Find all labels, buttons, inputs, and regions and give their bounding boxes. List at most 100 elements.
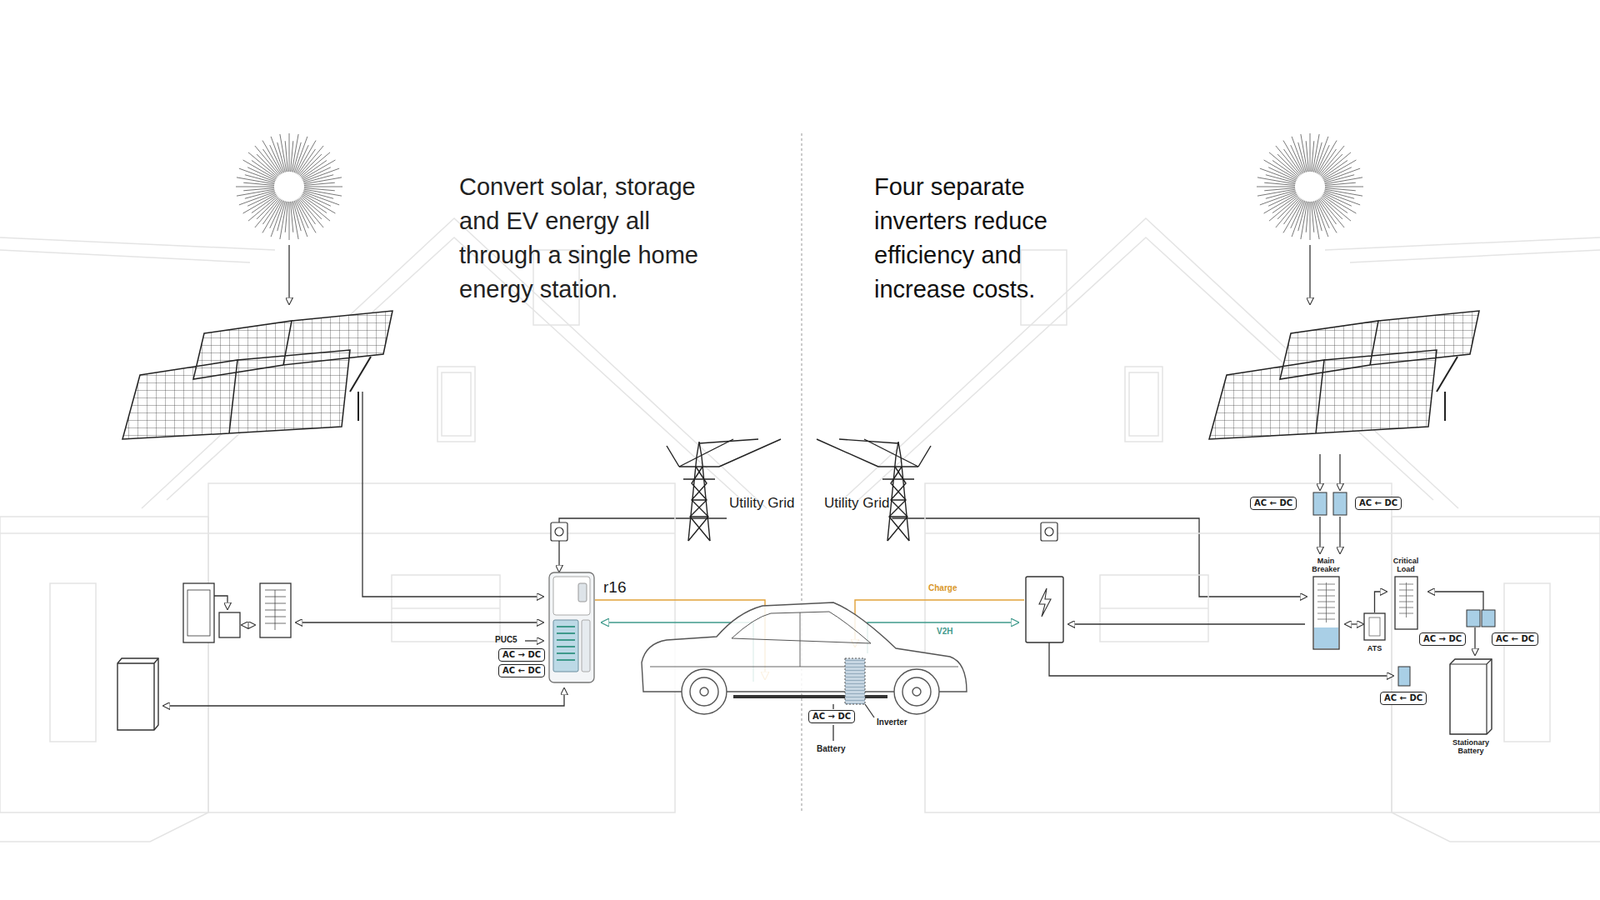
- car: [912, 687, 921, 696]
- node-label: AC → DC: [812, 711, 851, 722]
- sun-ray: [1269, 152, 1299, 178]
- node-label: AC → DC: [1423, 634, 1462, 645]
- r16-device: [581, 620, 590, 672]
- sun-ray: [1264, 188, 1295, 191]
- sun-ray: [1312, 134, 1320, 172]
- sun-ray: [289, 133, 290, 172]
- sun-ray: [239, 191, 275, 205]
- heading: Four separate inverters reduce efficienc…: [874, 170, 1104, 307]
- wires: [1339, 454, 1340, 490]
- converter-badge: AC ← DC: [1491, 632, 1539, 646]
- meter: [550, 522, 568, 541]
- sun-ray: [1316, 200, 1330, 229]
- wires: [163, 391, 1484, 741]
- meter: [555, 527, 564, 536]
- illustration: [833, 218, 1600, 842]
- sun-ray: [235, 186, 275, 188]
- stationary-battery-left: [117, 658, 159, 730]
- sun-ray: [289, 201, 290, 240]
- r16-device: [549, 572, 595, 683]
- sun-ray: [243, 194, 277, 214]
- converter-box: [1481, 610, 1495, 627]
- sun-arrow: [288, 245, 290, 305]
- breaker-panel: [1317, 582, 1335, 623]
- converter-badge: AC ← DC: [1380, 691, 1427, 705]
- connector: [891, 518, 1307, 597]
- sun-ray: [295, 200, 310, 229]
- sun-ray: [280, 201, 287, 240]
- car-inverter: [845, 658, 865, 705]
- car: [700, 687, 709, 696]
- sun-ray: [1291, 136, 1305, 173]
- sun-ray: [1311, 201, 1315, 233]
- sun-ray: [1324, 168, 1360, 182]
- connector: [559, 518, 727, 572]
- sun-ray: [1257, 189, 1295, 196]
- ats-box: [1364, 613, 1385, 640]
- node-label: ATS: [1367, 644, 1382, 653]
- node-label: AC ← DC: [1359, 498, 1398, 509]
- converter-badge: AC ← DC: [1355, 496, 1402, 510]
- sun-ray: [1283, 140, 1303, 175]
- illustration: [1209, 310, 1480, 440]
- sun-ray: [270, 145, 284, 174]
- ev-charger: [1025, 576, 1064, 643]
- converter-badge: AC → DC: [808, 710, 855, 724]
- sun-arrow: [289, 245, 1310, 305]
- car: [681, 669, 727, 715]
- ev-charger: [1039, 588, 1051, 617]
- sun-ray: [1260, 191, 1296, 205]
- sun: [1256, 133, 1364, 240]
- car-inverter: [845, 658, 865, 705]
- converter-badge: AC ← DC: [1250, 496, 1297, 510]
- sun-ray: [1300, 201, 1308, 240]
- wires: [362, 391, 544, 597]
- sun-ray: [304, 182, 335, 185]
- wires: [1339, 516, 1340, 554]
- node-label: AC ← DC: [502, 665, 541, 676]
- sun-ray: [297, 149, 315, 175]
- sun-ray: [1305, 140, 1309, 172]
- sun-ray: [247, 193, 276, 207]
- sun-ray: [1256, 186, 1295, 188]
- sun-ray: [1283, 200, 1303, 234]
- node-label: Main Breaker: [1306, 556, 1345, 574]
- wires: [525, 640, 544, 641]
- meter: [1040, 522, 1058, 541]
- breaker-panel: [1314, 627, 1339, 649]
- sun-ray: [1264, 194, 1298, 214]
- wires: [1319, 516, 1320, 554]
- sun-ray: [296, 140, 316, 175]
- sun-ray: [1268, 193, 1297, 207]
- sun-ray: [296, 200, 316, 234]
- sun-ray: [1323, 167, 1352, 181]
- heading: Convert solar, storage and EV energy all…: [459, 170, 739, 307]
- converter-badge: AC → DC: [1419, 632, 1466, 646]
- flow-label: V2H: [936, 626, 953, 636]
- sun-ray: [1315, 200, 1329, 237]
- illustration: [666, 439, 781, 541]
- part-label: Inverter: [876, 717, 908, 727]
- sun-ray: [294, 200, 308, 237]
- battery-shape: [1450, 659, 1492, 735]
- node-label: AC ← DC: [1254, 498, 1293, 509]
- sun-ray: [262, 200, 282, 234]
- stationary-battery-left: [117, 658, 159, 730]
- r16-device: [548, 571, 595, 684]
- sun-ray: [1257, 177, 1295, 185]
- critical-load-panel: Critical Load: [1386, 556, 1425, 630]
- sun-ray: [1317, 140, 1337, 175]
- node-label: AC → DC: [502, 650, 541, 660]
- home-energy-station: r16: [548, 571, 626, 684]
- sun-ray: [1322, 195, 1348, 213]
- stationary-battery-left: [117, 658, 159, 730]
- sun-ray: [1325, 177, 1363, 185]
- wires: [1068, 623, 1305, 625]
- sun-ray: [243, 160, 277, 180]
- sun-ray: [304, 189, 342, 196]
- converter-badge: AC ← DC: [498, 664, 545, 678]
- converter-box: [1466, 610, 1480, 627]
- illustration: [122, 310, 393, 440]
